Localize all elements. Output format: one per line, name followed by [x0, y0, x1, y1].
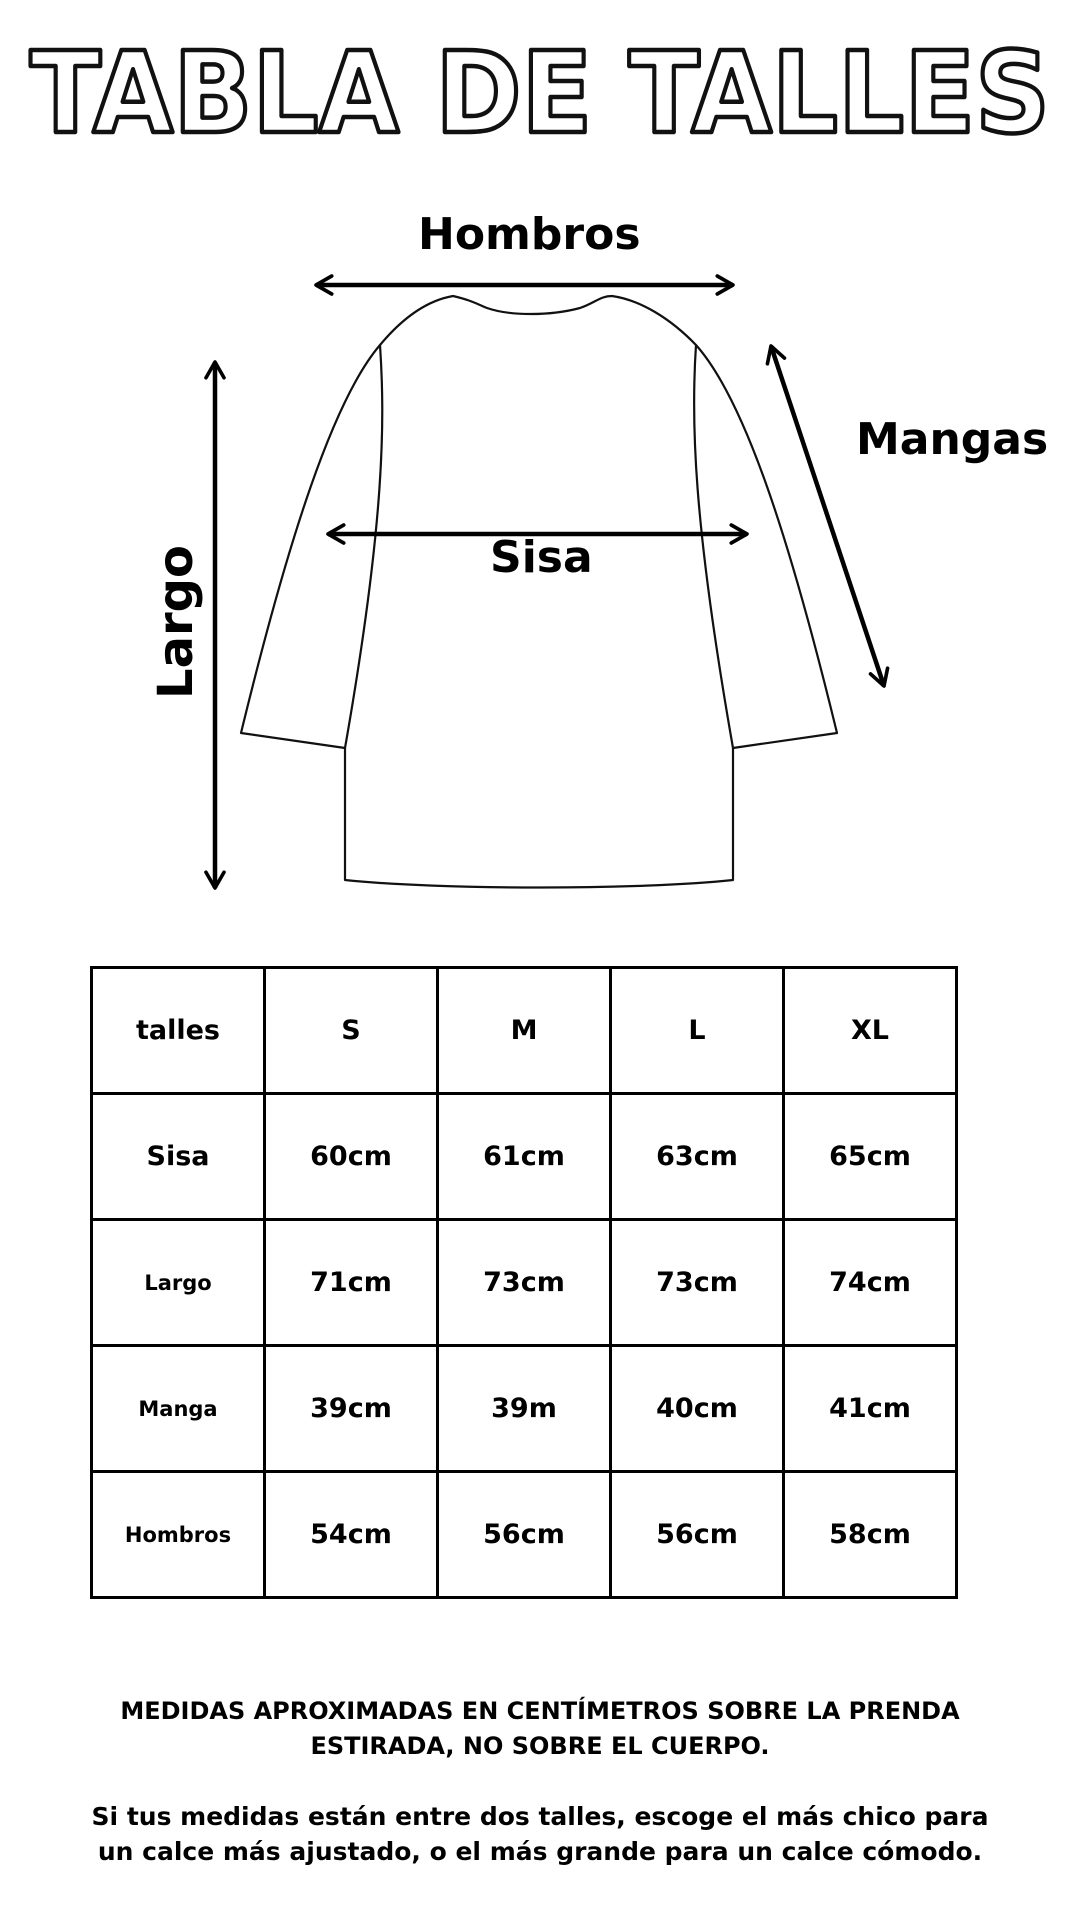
table-header-row: talles S M L XL	[90, 966, 958, 1095]
table-cell: 63cm	[609, 1092, 785, 1221]
garment-diagram	[204, 274, 890, 890]
table-cell: 41cm	[782, 1344, 958, 1473]
page-title-text: TABLA DE TALLES	[30, 29, 1050, 159]
shirt-outline	[239, 294, 839, 889]
header-cell-l: L	[609, 966, 785, 1095]
right-sleeve-seam	[692, 344, 735, 749]
chest-label: Sisa	[490, 532, 593, 583]
table-cell: 39cm	[263, 1344, 439, 1473]
table-row: Largo 71cm 73cm 73cm 74cm	[90, 1218, 958, 1347]
left-sleeve-seam	[343, 344, 384, 749]
sleeves-label: Mangas	[856, 414, 1049, 465]
size-advice: Si tus medidas están entre dos talles, e…	[91, 1802, 989, 1866]
table-cell: 40cm	[609, 1344, 785, 1473]
table-cell: 54cm	[263, 1470, 439, 1599]
size-table: talles S M L XL Sisa 60cm 61cm 63cm 65cm…	[90, 966, 958, 1599]
table-cell: 58cm	[782, 1470, 958, 1599]
row-label-manga: Manga	[90, 1344, 266, 1473]
table-row: Hombros 54cm 56cm 56cm 58cm	[90, 1470, 958, 1599]
table-cell: 71cm	[263, 1218, 439, 1347]
table-row: Manga 39cm 39m 40cm 41cm	[90, 1344, 958, 1473]
header-cell-m: M	[436, 966, 612, 1095]
table-cell: 39m	[436, 1344, 612, 1473]
table-cell: 73cm	[436, 1218, 612, 1347]
sleeve-arrow	[765, 344, 890, 688]
table-cell: 74cm	[782, 1218, 958, 1347]
table-row: Sisa 60cm 61cm 63cm 65cm	[90, 1092, 958, 1221]
row-label-largo: Largo	[90, 1218, 266, 1347]
length-label: Largo	[148, 545, 204, 699]
page-title: TABLA DE TALLES	[28, 27, 1053, 162]
table-cell: 65cm	[782, 1092, 958, 1221]
row-label-hombros: Hombros	[90, 1470, 266, 1599]
header-cell-s: S	[263, 966, 439, 1095]
table-cell: 61cm	[436, 1092, 612, 1221]
table-cell: 60cm	[263, 1092, 439, 1221]
table-cell: 56cm	[436, 1470, 612, 1599]
header-cell-xl: XL	[782, 966, 958, 1095]
header-cell-talles: talles	[90, 966, 266, 1095]
table-cell: 56cm	[609, 1470, 785, 1599]
row-label-sisa: Sisa	[90, 1092, 266, 1221]
table-cell: 73cm	[609, 1218, 785, 1347]
measurement-disclaimer: MEDIDAS APROXIMADAS EN CENTÍMETROS SOBRE…	[120, 1697, 960, 1760]
shoulders-label: Hombros	[418, 209, 641, 260]
